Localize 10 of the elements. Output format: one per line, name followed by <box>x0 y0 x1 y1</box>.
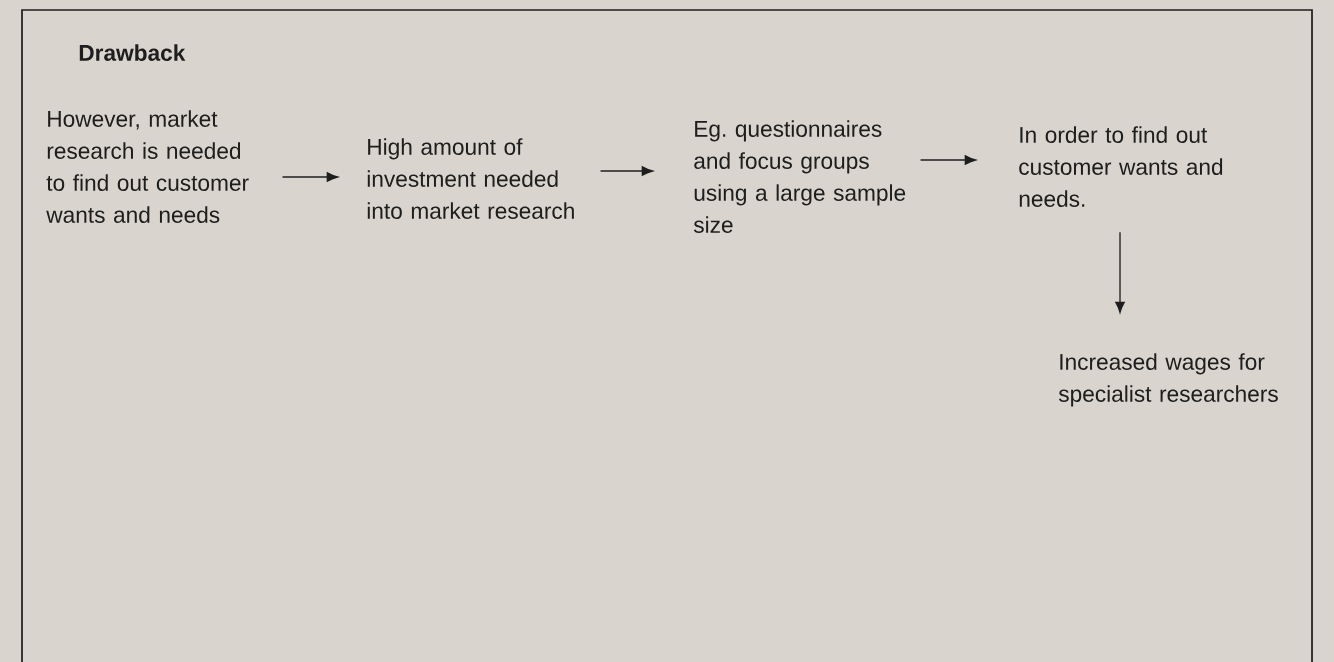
title: Drawback <box>79 44 186 61</box>
step-label: Increased wages for specialist researchers <box>1058 353 1278 407</box>
arrow <box>599 166 654 176</box>
arrow <box>281 172 339 182</box>
step-label: High amount of investment needed into market research <box>367 138 574 219</box>
arrow <box>1115 231 1125 314</box>
step-label: Eg. questionnaires and focus groups using a large sample size <box>693 120 906 233</box>
step-label: In order to find out customer wants and needs. <box>1019 126 1223 207</box>
step-label: However, market research is needed to find out customer wants and needs <box>46 110 249 223</box>
arrow <box>919 155 977 165</box>
